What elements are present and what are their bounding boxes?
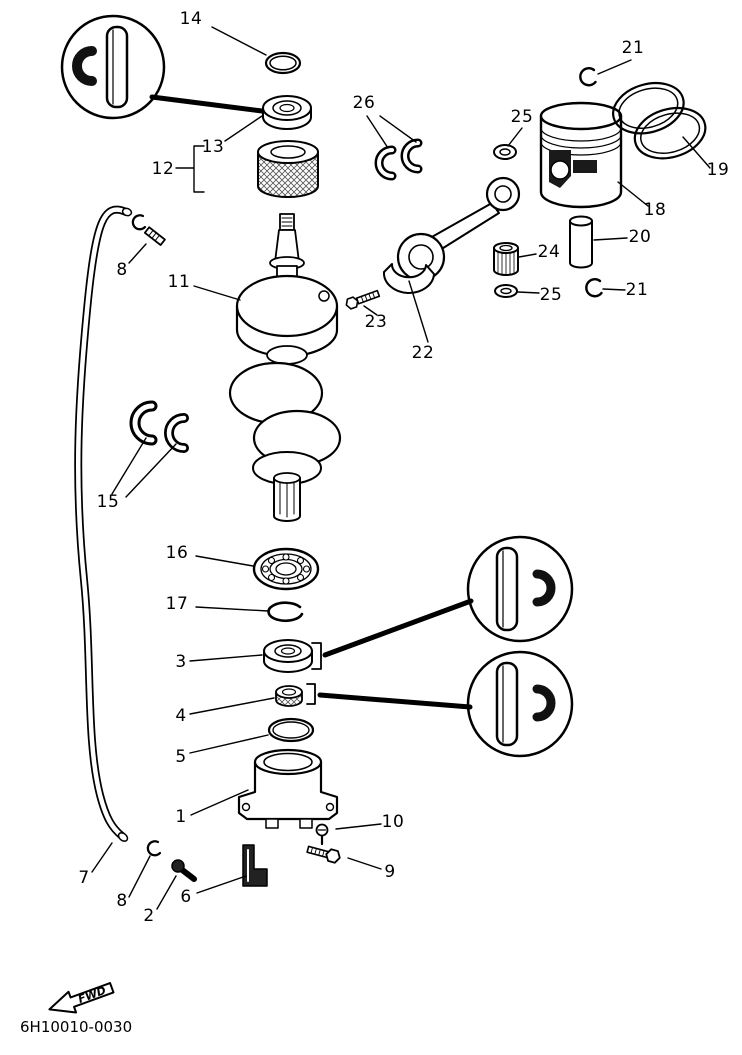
crank-clamp-15 <box>129 400 189 453</box>
callout-bearing-detail-top <box>60 14 166 120</box>
connecting-rod-22 <box>382 176 521 295</box>
piston-pin-20 <box>569 215 593 269</box>
diagram-code: 6H10010-0030 <box>20 1018 133 1036</box>
bearing-4 <box>275 685 303 707</box>
callout-bearing-detail-mid <box>466 535 574 643</box>
pin-8-top <box>131 214 166 246</box>
callout-leader-bottom <box>317 692 473 710</box>
piston-18 <box>539 101 623 209</box>
crankshaft-11 <box>228 213 342 522</box>
circlip-21-top <box>579 67 597 87</box>
rod-bolt-23 <box>345 289 381 310</box>
bracket-6 <box>242 844 268 887</box>
bushing-12 <box>257 140 319 198</box>
circlip-17 <box>267 601 304 623</box>
seal-housing-1 <box>237 748 339 829</box>
bracket-4 <box>306 683 316 705</box>
needle-bearing-24 <box>493 242 519 276</box>
fitting-2 <box>171 859 197 882</box>
clip-8-bottom <box>146 840 162 857</box>
screw-10 <box>315 823 329 846</box>
tube-7 <box>74 205 133 842</box>
fwd-label: FWD <box>76 984 107 1006</box>
oring-14 <box>264 51 302 75</box>
leader-lines <box>91 26 711 910</box>
circlip-21-bottom <box>585 278 603 298</box>
washer-25-bottom <box>494 284 518 298</box>
piston-rings-19 <box>612 81 707 160</box>
bracket-3 <box>311 642 322 670</box>
callout-leader-top <box>149 94 265 114</box>
bolt-9 <box>306 845 341 864</box>
oil-seal-13 <box>262 95 312 130</box>
seal-3 <box>263 639 313 673</box>
rod-clamp-26 <box>374 138 423 181</box>
washer-25-top <box>493 144 517 160</box>
callout-bearing-detail-bottom <box>466 650 574 758</box>
bearing-16 <box>252 547 320 591</box>
oring-5 <box>267 717 315 743</box>
callout-leader-mid <box>322 598 474 658</box>
fwd-arrow: FWD <box>48 982 115 1014</box>
